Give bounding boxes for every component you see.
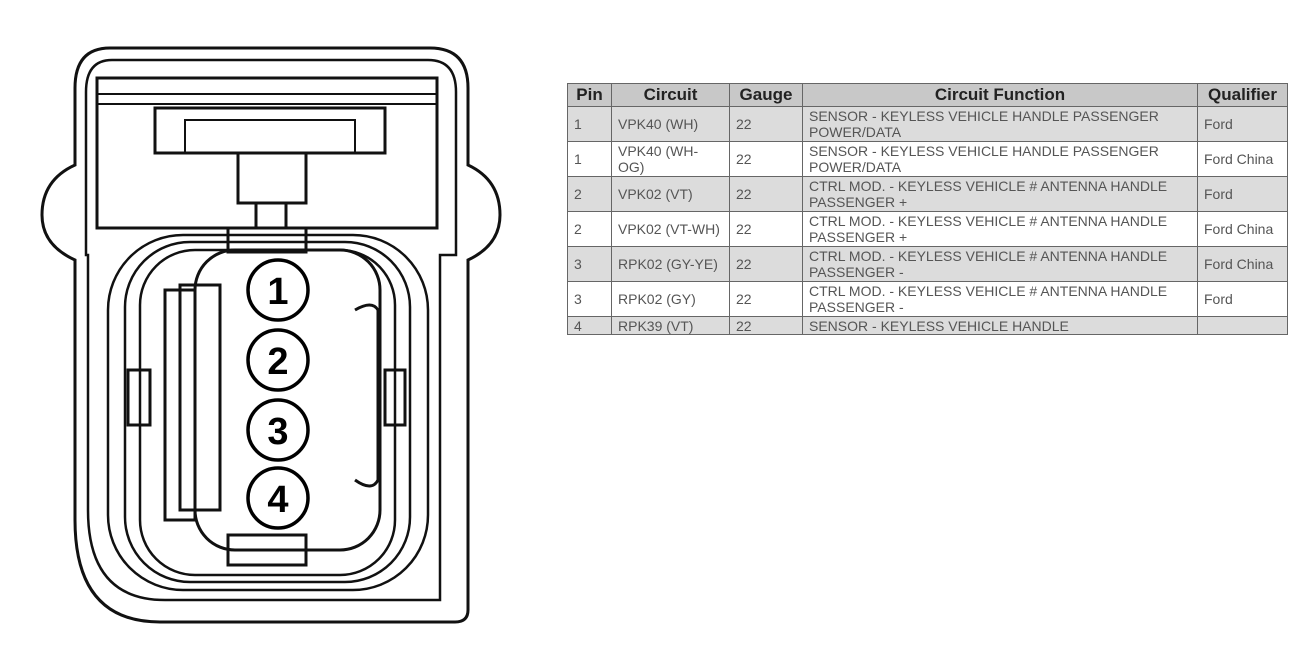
cell-circuit-function: SENSOR - KEYLESS VEHICLE HANDLE PASSENGE…	[802, 141, 1198, 177]
cell-pin: 4	[567, 316, 612, 335]
cell-circuit: VPK40 (WH)	[611, 106, 730, 142]
pin-numbers	[246, 258, 310, 530]
pin-label-2: 2	[267, 341, 288, 383]
table-header-row: Pin Circuit Gauge Circuit Function Quali…	[567, 83, 1288, 107]
cell-circuit: RPK02 (GY-YE)	[611, 246, 730, 282]
cell-pin: 3	[567, 246, 612, 282]
connector-face-diagram: 1 2 3 4	[40, 46, 502, 624]
cell-qualifier: Ford China	[1197, 141, 1288, 177]
cell-gauge: 22	[729, 176, 803, 212]
cell-circuit: RPK39 (VT)	[611, 316, 730, 335]
cell-pin: 1	[567, 106, 612, 142]
cell-qualifier: Ford	[1197, 176, 1288, 212]
cell-gauge: 22	[729, 211, 803, 247]
cell-pin: 2	[567, 176, 612, 212]
header-circuit: Circuit	[611, 83, 730, 107]
cell-gauge: 22	[729, 316, 803, 335]
cell-circuit-function: SENSOR - KEYLESS VEHICLE HANDLE	[802, 316, 1198, 335]
cell-circuit-function: CTRL MOD. - KEYLESS VEHICLE # ANTENNA HA…	[802, 176, 1198, 212]
cell-pin: 1	[567, 141, 612, 177]
cell-circuit: RPK02 (GY)	[611, 281, 730, 317]
cell-circuit: VPK02 (VT-WH)	[611, 211, 730, 247]
cell-gauge: 22	[729, 106, 803, 142]
cell-circuit: VPK02 (VT)	[611, 176, 730, 212]
cell-gauge: 22	[729, 246, 803, 282]
connector-outer-shell	[40, 46, 502, 624]
pin-label-4: 4	[267, 479, 288, 521]
cell-circuit-function: CTRL MOD. - KEYLESS VEHICLE # ANTENNA HA…	[802, 246, 1198, 282]
cell-pin: 3	[567, 281, 612, 317]
cell-qualifier: Ford	[1197, 106, 1288, 142]
header-circuit-function: Circuit Function	[802, 83, 1198, 107]
cell-qualifier	[1197, 316, 1288, 335]
cell-circuit: VPK40 (WH-OG)	[611, 141, 730, 177]
pin-label-3: 3	[267, 411, 288, 453]
header-qualifier: Qualifier	[1197, 83, 1288, 107]
cell-pin: 2	[567, 211, 612, 247]
cell-qualifier: Ford China	[1197, 211, 1288, 247]
cell-gauge: 22	[729, 281, 803, 317]
cell-qualifier: Ford	[1197, 281, 1288, 317]
cell-qualifier: Ford China	[1197, 246, 1288, 282]
cell-gauge: 22	[729, 141, 803, 177]
header-pin: Pin	[567, 83, 612, 107]
pinout-table: Pin Circuit Gauge Circuit Function Quali…	[567, 83, 1288, 335]
cell-circuit-function: CTRL MOD. - KEYLESS VEHICLE # ANTENNA HA…	[802, 281, 1198, 317]
pin-label-1: 1	[267, 271, 288, 313]
header-gauge: Gauge	[729, 83, 803, 107]
cell-circuit-function: SENSOR - KEYLESS VEHICLE HANDLE PASSENGE…	[802, 106, 1198, 142]
cell-circuit-function: CTRL MOD. - KEYLESS VEHICLE # ANTENNA HA…	[802, 211, 1198, 247]
